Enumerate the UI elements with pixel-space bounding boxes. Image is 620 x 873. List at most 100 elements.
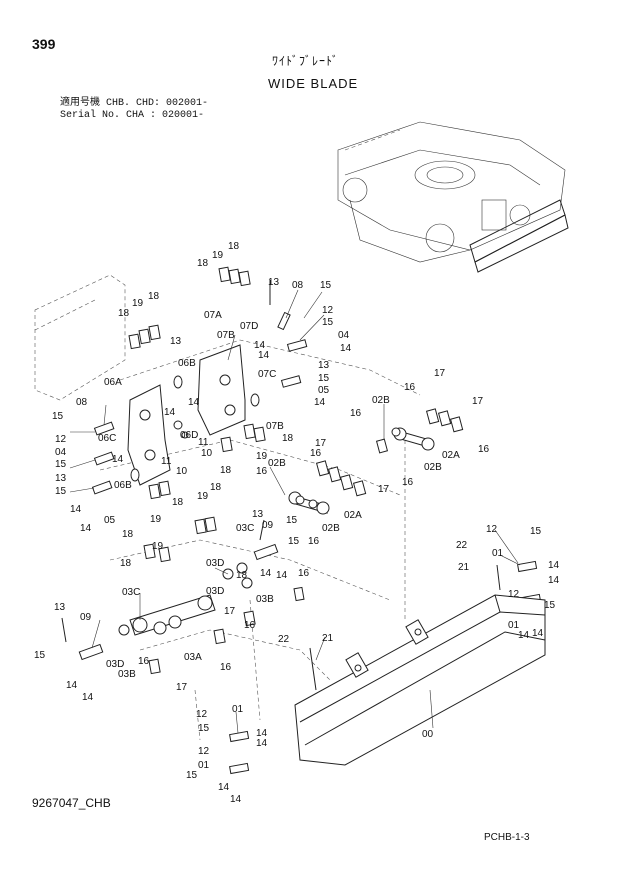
callout-label: 07D	[240, 321, 258, 332]
callout-label: 14	[532, 628, 544, 639]
callout-label: 11	[161, 456, 172, 467]
callout-label: 13	[268, 277, 280, 288]
callout-label: 05	[318, 385, 330, 396]
callout-label: 15	[322, 317, 334, 328]
callout-label: 18	[122, 529, 134, 540]
callout-label: 06D	[180, 430, 198, 441]
callout-label: 03B	[256, 594, 274, 605]
callout-label: 03A	[184, 652, 202, 663]
callout-label: 17	[224, 606, 236, 617]
callout-label: 14	[218, 782, 230, 793]
callout-label: 14	[260, 568, 272, 579]
callout-label: 06A	[104, 377, 122, 388]
callout-label: 15	[198, 723, 210, 734]
callout-label: 14	[230, 794, 242, 805]
callout-label: 14	[70, 504, 82, 515]
callout-label: 13	[252, 509, 264, 520]
shim-plates	[128, 266, 464, 675]
callout-label: 12	[198, 746, 210, 757]
callout-label: 18	[210, 482, 222, 493]
callout-label: 14	[548, 560, 560, 571]
callout-label: 01	[508, 620, 520, 631]
callout-label: 15	[34, 650, 46, 661]
callout-label: 14	[518, 630, 530, 641]
callout-label: 21	[322, 633, 334, 644]
callout-label: 17	[176, 682, 188, 693]
callout-label: 07B	[266, 421, 284, 432]
callout-label: 14	[66, 680, 78, 691]
callout-label: 19	[132, 298, 144, 309]
callout-label: 14	[314, 397, 326, 408]
callout-label: 15	[318, 373, 330, 384]
callout-label: 14	[254, 340, 266, 351]
callout-label: 03C	[122, 587, 140, 598]
callout-label: 15	[52, 411, 64, 422]
callout-label: 17	[472, 396, 484, 407]
bracket-plates	[127, 344, 260, 486]
callout-label: 16	[310, 448, 322, 459]
callout-label: 09	[262, 520, 274, 531]
callout-label: 16	[404, 382, 416, 393]
callout-label: 14	[164, 407, 176, 418]
callout-label: 02A	[442, 450, 460, 461]
callout-label: 06C	[98, 433, 116, 444]
callout-labels: 18 19 18 13 08 15 19 18 18 12 15 04 07A …	[34, 241, 560, 805]
callout-label: 15	[186, 770, 198, 781]
callout-label: 11	[198, 437, 209, 448]
callout-label: 13	[170, 336, 182, 347]
callout-label: 07C	[258, 369, 276, 380]
callout-label: 14	[276, 570, 288, 581]
callout-label: 16	[478, 444, 490, 455]
callout-label: 01	[232, 704, 244, 715]
callout-label: 13	[55, 473, 67, 484]
callout-label: 08	[292, 280, 304, 291]
machine-overview-sketch	[337, 121, 569, 273]
callout-label: 00	[422, 729, 434, 740]
callout-label: 07A	[204, 310, 222, 321]
callout-label: 14	[80, 523, 92, 534]
title-english: WIDE BLADE	[268, 76, 359, 91]
callout-label: 03B	[118, 669, 136, 680]
callout-label: 13	[54, 602, 66, 613]
callout-label: 14	[188, 397, 200, 408]
callout-label: 22	[278, 634, 290, 645]
page-number: 399	[32, 36, 56, 52]
callout-label: 15	[286, 515, 298, 526]
callout-label: 18	[228, 241, 240, 252]
callout-label: 15	[55, 459, 67, 470]
callout-label: 16	[220, 662, 232, 673]
blade	[294, 564, 546, 766]
callout-label: 02B	[372, 395, 390, 406]
callout-label: 14	[258, 350, 270, 361]
callout-label: 18	[120, 558, 132, 569]
callout-label: 15	[320, 280, 332, 291]
callout-label: 18	[197, 258, 209, 269]
bushings	[118, 420, 401, 636]
callout-label: 03C	[236, 523, 254, 534]
callout-label: 10	[176, 466, 188, 477]
callout-label: 02B	[268, 458, 286, 469]
callout-label: 15	[288, 536, 300, 547]
callout-label: 02B	[424, 462, 442, 473]
callout-label: 07B	[217, 330, 235, 341]
callout-label: 19	[152, 541, 164, 552]
callout-label: 10	[201, 448, 213, 459]
callout-label: 16	[244, 620, 256, 631]
callout-label: 03D	[206, 558, 224, 569]
leader-lines	[69, 289, 521, 734]
title-japanese: ﾜｲﾄﾞﾌﾞﾚｰﾄﾞ	[272, 54, 340, 68]
callout-label: 21	[458, 562, 470, 573]
callout-label: 16	[298, 568, 310, 579]
callout-label: 17	[378, 484, 390, 495]
figure-number: 9267047_CHB	[32, 796, 111, 810]
callout-label: 04	[338, 330, 350, 341]
callout-label: 18	[118, 308, 130, 319]
callout-label: 16	[402, 477, 414, 488]
callout-label: 03D	[206, 586, 224, 597]
callout-label: 18	[148, 291, 160, 302]
callout-label: 16	[308, 536, 320, 547]
callout-label: 02B	[322, 523, 340, 534]
callout-label: 17	[315, 438, 327, 449]
callout-label: 19	[150, 514, 162, 525]
callout-label: 12	[486, 524, 498, 535]
